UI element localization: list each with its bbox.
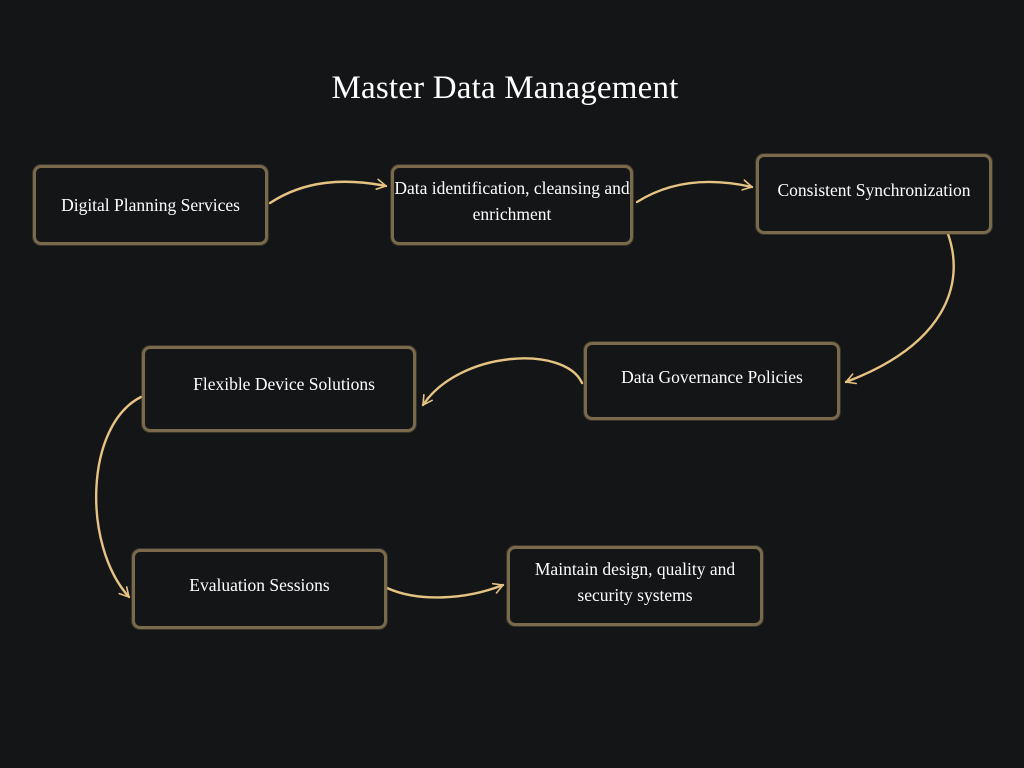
node-label: Data Governance Policies xyxy=(621,367,803,387)
node-label: Evaluation Sessions xyxy=(189,575,330,595)
connector-n4-n5 xyxy=(421,357,584,407)
node-label: Data identification, cleansing and enric… xyxy=(394,178,630,224)
node-consistent-synchronization: Consistent Synchronization xyxy=(756,154,992,234)
node-data-identification: Data identification, cleansing and enric… xyxy=(391,165,633,245)
node-evaluation-sessions: Evaluation Sessions xyxy=(132,549,387,629)
node-label: Consistent Synchronization xyxy=(777,180,971,200)
connector-n1-n2 xyxy=(268,178,388,205)
node-data-governance-policies: Data Governance Policies xyxy=(584,342,840,420)
node-label: Digital Planning Services xyxy=(61,195,240,215)
connector-n2-n3 xyxy=(635,179,754,204)
node-label: Maintain design, quality and security sy… xyxy=(534,559,736,605)
node-maintain-systems: Maintain design, quality and security sy… xyxy=(507,546,763,626)
connector-n6-n7 xyxy=(385,582,505,599)
connector-n3-n4 xyxy=(844,232,955,385)
diagram-title: Master Data Management xyxy=(331,70,679,106)
node-digital-planning-services: Digital Planning Services xyxy=(33,165,268,245)
node-flexible-device-solutions: Flexible Device Solutions xyxy=(142,346,416,432)
node-label: Flexible Device Solutions xyxy=(193,374,375,394)
connector-n5-n6 xyxy=(95,395,143,599)
